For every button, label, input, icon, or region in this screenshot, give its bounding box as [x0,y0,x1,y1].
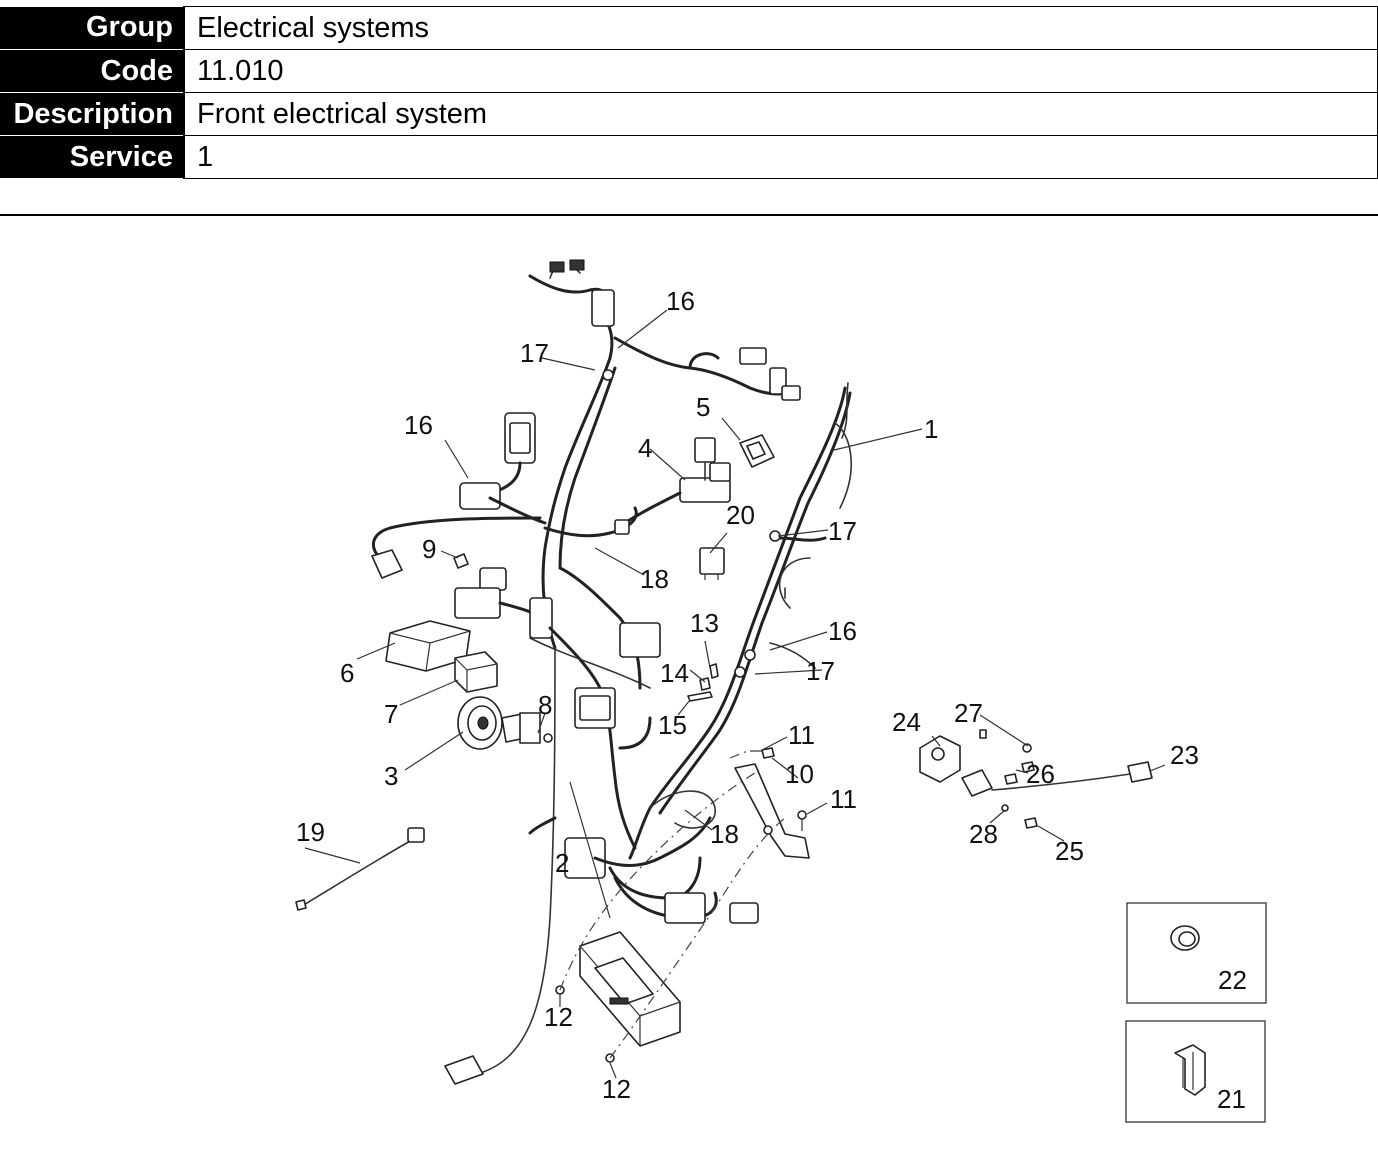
inset-cable-clip: 21 [1125,1020,1266,1123]
leader-lines [304,309,1166,1079]
separator-rule [0,214,1378,216]
callout-1: 1 [924,414,938,444]
callout-16-top: 16 [666,286,695,316]
description-value: Front electrical system [183,92,1378,136]
group-value: Electrical systems [183,6,1378,50]
callout-11-lower: 11 [830,784,857,814]
ecu [555,931,681,1063]
callout-28: 28 [969,819,998,849]
callout-25: 25 [1055,836,1084,866]
callout-15: 15 [658,710,687,740]
callout-3: 3 [384,761,398,791]
callout-21: 21 [1217,1084,1246,1114]
service-value: 1 [183,135,1378,179]
callout-19: 19 [296,817,325,847]
info-table: Group Electrical systems Code 11.010 Des… [0,6,1378,179]
callout-16-right: 16 [828,616,857,646]
service-label: Service [0,135,184,179]
rubber-holder [454,651,498,693]
callout-27: 27 [954,698,983,728]
description-label: Description [0,92,184,136]
diagram-svg: 1 2 3 4 5 6 7 8 9 10 11 11 12 12 13 14 1… [295,259,1267,1123]
code-label: Code [0,49,184,93]
exploded-parts-diagram: 1 2 3 4 5 6 7 8 9 10 11 11 12 12 13 14 1… [50,218,1378,1153]
ecu-bracket [734,747,810,859]
fuse-set [687,663,719,702]
callout-24: 24 [892,707,921,737]
callout-18-upper: 18 [640,564,669,594]
callout-numbers: 1 2 3 4 5 6 7 8 9 10 11 11 12 12 13 14 1… [296,286,1199,1104]
callout-20: 20 [726,500,755,530]
info-row-description: Description Front electrical system [0,92,1378,136]
assembly-lines [559,749,786,1059]
relay-box [614,437,731,535]
callout-12-lower: 12 [602,1074,631,1104]
callout-7: 7 [384,699,398,729]
terminal [453,553,469,569]
callout-11-upper: 11 [788,720,815,750]
relay [699,547,725,580]
callout-22: 22 [1218,965,1247,995]
callout-14: 14 [660,658,689,688]
info-row-service: Service 1 [0,135,1378,179]
info-row-code: Code 11.010 [0,49,1378,93]
speed-sensor-assembly [919,729,1153,829]
group-label: Group [0,6,184,50]
callout-18-lower: 18 [710,819,739,849]
callout-17-lower: 17 [806,656,835,686]
info-row-group: Group Electrical systems [0,6,1378,50]
callout-17-upper: 17 [828,516,857,546]
horn [457,696,527,750]
callout-4: 4 [638,433,652,463]
horn-bracket [519,712,553,744]
inset-grommet: 22 [1126,902,1267,1004]
temperature-sensor [295,827,425,911]
callout-17-top: 17 [520,338,549,368]
code-value: 11.010 [183,49,1378,93]
callout-6: 6 [340,658,354,688]
callout-26: 26 [1026,759,1055,789]
callout-9: 9 [422,534,436,564]
fuse-holder-cap [739,434,775,468]
callout-13: 13 [690,608,719,638]
callout-8: 8 [538,690,552,720]
callout-12-upper: 12 [544,1002,573,1032]
callout-10: 10 [785,759,814,789]
callout-5: 5 [696,392,710,422]
callout-16-left: 16 [404,410,433,440]
callout-23: 23 [1170,740,1199,770]
callout-2: 2 [555,848,569,878]
